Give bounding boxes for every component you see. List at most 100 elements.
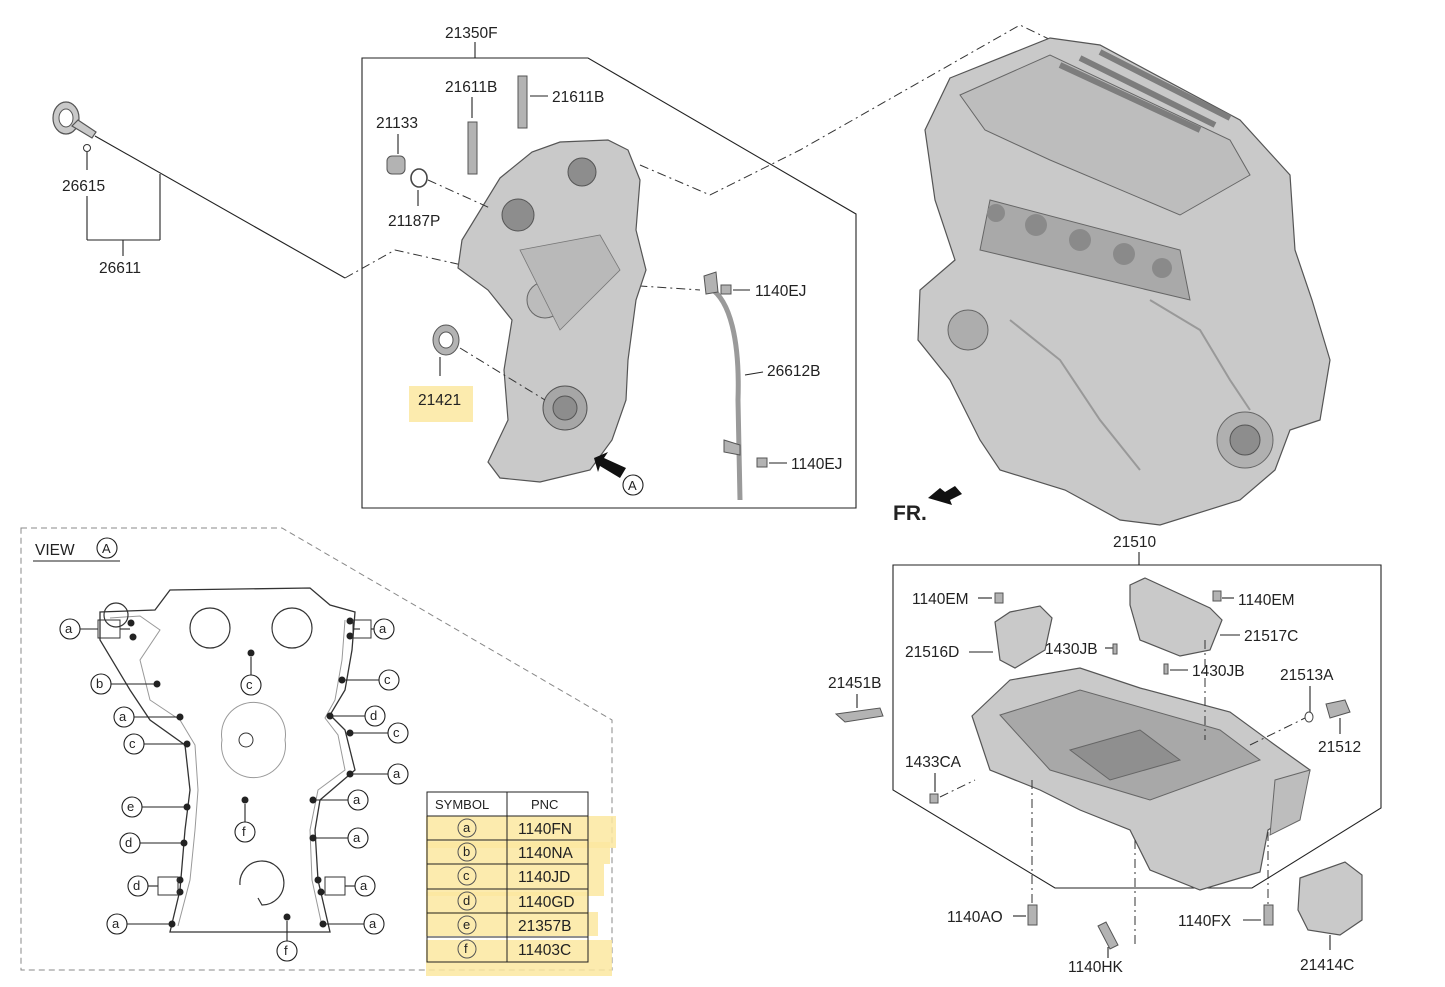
view-ref-A: A: [102, 541, 111, 556]
bolt-1140AO: [1027, 904, 1038, 926]
table-header-symbol: SYMBOL: [435, 797, 489, 812]
callout-left-5: e: [127, 799, 134, 814]
callout-left-3: a: [119, 709, 127, 724]
highlight-21421: [409, 386, 473, 422]
view-title: VIEW: [35, 542, 75, 559]
table-pnc-d: 1140GD: [518, 894, 575, 911]
engine-block: [917, 37, 1331, 526]
oil-pan-group: 21510 1140EM 1140EM 21516D 1430JB 21517C…: [828, 534, 1382, 976]
callout-left-6: d: [125, 835, 132, 850]
label-26612B: 26612B: [767, 363, 820, 380]
callout-center-2: f: [242, 824, 246, 839]
table-pnc-a: 1140FN: [518, 821, 572, 838]
callout-left-7: d: [133, 878, 140, 893]
label-1140AO: 1140AO: [947, 909, 1003, 926]
callout-center-1: c: [246, 677, 253, 692]
symbol-table: SYMBOL PNC a 1140FN b 1140NA c 1140JD d …: [426, 791, 616, 976]
timing-cover-group: 21350F 21611B 21611B 21133 21187P 21421: [361, 25, 857, 509]
view-a-cover-outline: [99, 587, 356, 933]
label-1140EJ-1: 1140EJ: [755, 283, 806, 300]
baffle-21516D: [994, 605, 1053, 669]
table-pnc-b: 1140NA: [518, 845, 574, 862]
label-1140EJ-2: 1140EJ: [791, 456, 842, 473]
top-box-outline: [361, 57, 857, 509]
highlight-row-b: [426, 842, 610, 864]
table-symbol-f: f: [464, 941, 468, 956]
label-1140HK: 1140HK: [1068, 959, 1124, 976]
highlight-row-c: [426, 864, 604, 896]
connection-line-dipstick: [344, 249, 701, 291]
dipstick-tube-26612B: [708, 285, 743, 501]
table-symbol-e: e: [463, 917, 470, 932]
bracket-21414C: [1297, 861, 1363, 936]
highlight-row-f: [426, 940, 612, 976]
view-a-callouts-left: a b a c e d d a: [59, 618, 184, 935]
drain-plug-21512: [1325, 699, 1351, 719]
stud-21611B-right: [517, 75, 528, 129]
table-pnc-f: 11403C: [518, 942, 571, 959]
label-21512: 21512: [1318, 739, 1361, 756]
front-indicator: FR.: [893, 486, 962, 525]
baffle-21517C: [1129, 577, 1223, 657]
label-1140EM-2: 1140EM: [1238, 592, 1295, 609]
table-pnc-e: 21357B: [518, 918, 571, 935]
label-21513A: 21513A: [1280, 667, 1334, 684]
callout-left-1: a: [65, 621, 73, 636]
oring-21187P: [410, 168, 428, 188]
stud-21611B-left: [467, 121, 478, 175]
label-21516D: 21516D: [905, 644, 959, 661]
callout-left-8: a: [112, 916, 120, 931]
label-21187P: 21187P: [388, 213, 440, 230]
table-symbol-d: d: [463, 893, 470, 908]
bolt-1140EJ-2: [756, 457, 768, 468]
view-a-callouts-center: c f f: [234, 657, 298, 962]
front-arrow: [928, 486, 962, 505]
callout-right-2: c: [384, 672, 391, 687]
label-1140FX: 1140FX: [1178, 913, 1232, 930]
label-21350F: 21350F: [445, 25, 498, 42]
view-a-bolts: [127, 617, 354, 928]
label-front: FR.: [893, 502, 927, 525]
label-1433CA: 1433CA: [905, 754, 962, 771]
highlight-row-e: [426, 912, 598, 936]
table-symbol-c: c: [463, 868, 470, 883]
label-26615: 26615: [62, 178, 105, 195]
callout-right-1: a: [379, 621, 387, 636]
callout-right-6: a: [353, 792, 361, 807]
callout-center-3: f: [284, 943, 288, 958]
label-26611: 26611: [99, 260, 141, 277]
callout-right-4: c: [393, 725, 400, 740]
view-ref-A-top: A: [628, 478, 637, 493]
label-1430JB-1: 1430JB: [1045, 641, 1098, 658]
label-21510: 21510: [1113, 534, 1156, 551]
label-1430JB-2: 1430JB: [1192, 663, 1245, 680]
callout-right-3: d: [370, 708, 377, 723]
plug-21133: [386, 155, 406, 175]
table-symbol-b: b: [463, 844, 470, 859]
bolt-1140FX: [1263, 904, 1274, 926]
label-21451B: 21451B: [828, 675, 881, 692]
bolt-1140HK: [1097, 921, 1119, 950]
table-pnc-c: 1140JD: [518, 869, 570, 886]
view-a-panel: VIEW A: [20, 527, 616, 976]
callout-right-5: a: [393, 766, 401, 781]
callout-right-9: a: [369, 916, 377, 931]
label-21133: 21133: [376, 115, 418, 132]
label-21517C: 21517C: [1244, 628, 1298, 645]
callout-left-4: c: [129, 736, 136, 751]
label-21414C: 21414C: [1300, 957, 1354, 974]
dipstick-assembly: 26615 26611: [52, 101, 346, 279]
callout-left-2: b: [96, 676, 103, 691]
table-header-pnc: PNC: [531, 797, 558, 812]
label-21611B-2: 21611B: [552, 89, 604, 106]
label-21421: 21421: [418, 392, 461, 409]
callout-right-7: a: [353, 830, 361, 845]
table-symbol-a: a: [463, 820, 471, 835]
label-1140EM-1: 1140EM: [912, 591, 969, 608]
callout-right-8: a: [360, 878, 368, 893]
connection-line-engine: [639, 24, 1056, 196]
view-a-callouts-right: a c d c a a a a a: [316, 618, 409, 935]
bolt-1140EJ-1: [720, 284, 732, 295]
label-21611B-1: 21611B: [445, 79, 497, 96]
